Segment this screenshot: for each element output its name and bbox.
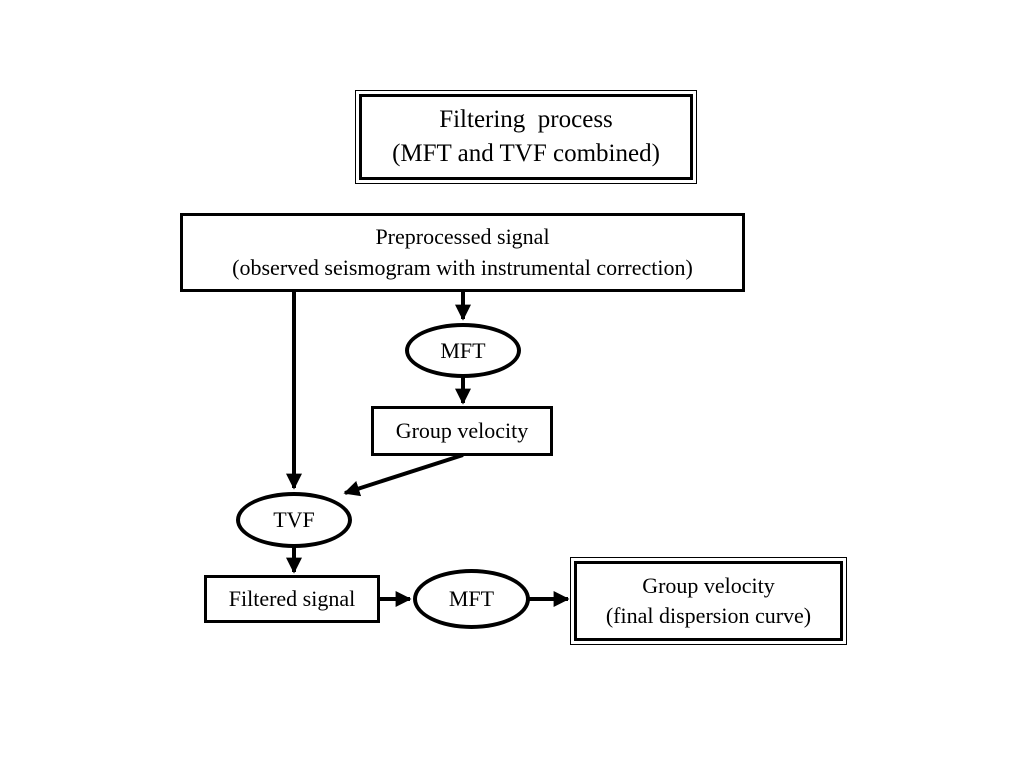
preprocessed-signal-label: Preprocessed signal xyxy=(375,224,550,250)
tvf-label: TVF xyxy=(273,507,315,532)
mft-bottom-label: MFT xyxy=(448,586,495,611)
group-velocity-label: Group velocity xyxy=(395,417,529,443)
final-dispersion-box: Group velocity (final dispersion curve) xyxy=(570,557,847,645)
title-box: Filtering process (MFT and TVF combined) xyxy=(355,90,697,184)
preprocessed-signal-box: Preprocessed signal (observed seismogram… xyxy=(180,213,745,292)
title-line-2: (MFT and TVF combined) xyxy=(392,140,660,167)
tvf-node: TVF xyxy=(236,492,352,548)
mft-bottom-node: MFT xyxy=(413,569,530,629)
group-velocity-box: Group velocity xyxy=(371,406,553,456)
filtered-signal-label: Filtered signal xyxy=(228,585,356,611)
final-label: Group velocity xyxy=(642,572,775,598)
mft-top-label: MFT xyxy=(440,337,486,363)
title-line-1: Filtering process xyxy=(439,105,613,133)
filtered-signal-box: Filtered signal xyxy=(204,575,380,623)
mft-top-node: MFT xyxy=(405,323,521,378)
arrow-group-velocity-to-tvf xyxy=(343,453,464,497)
final-description: (final dispersion curve) xyxy=(605,603,812,628)
preprocessed-signal-description: (observed seismogram with instrumental c… xyxy=(232,254,693,280)
